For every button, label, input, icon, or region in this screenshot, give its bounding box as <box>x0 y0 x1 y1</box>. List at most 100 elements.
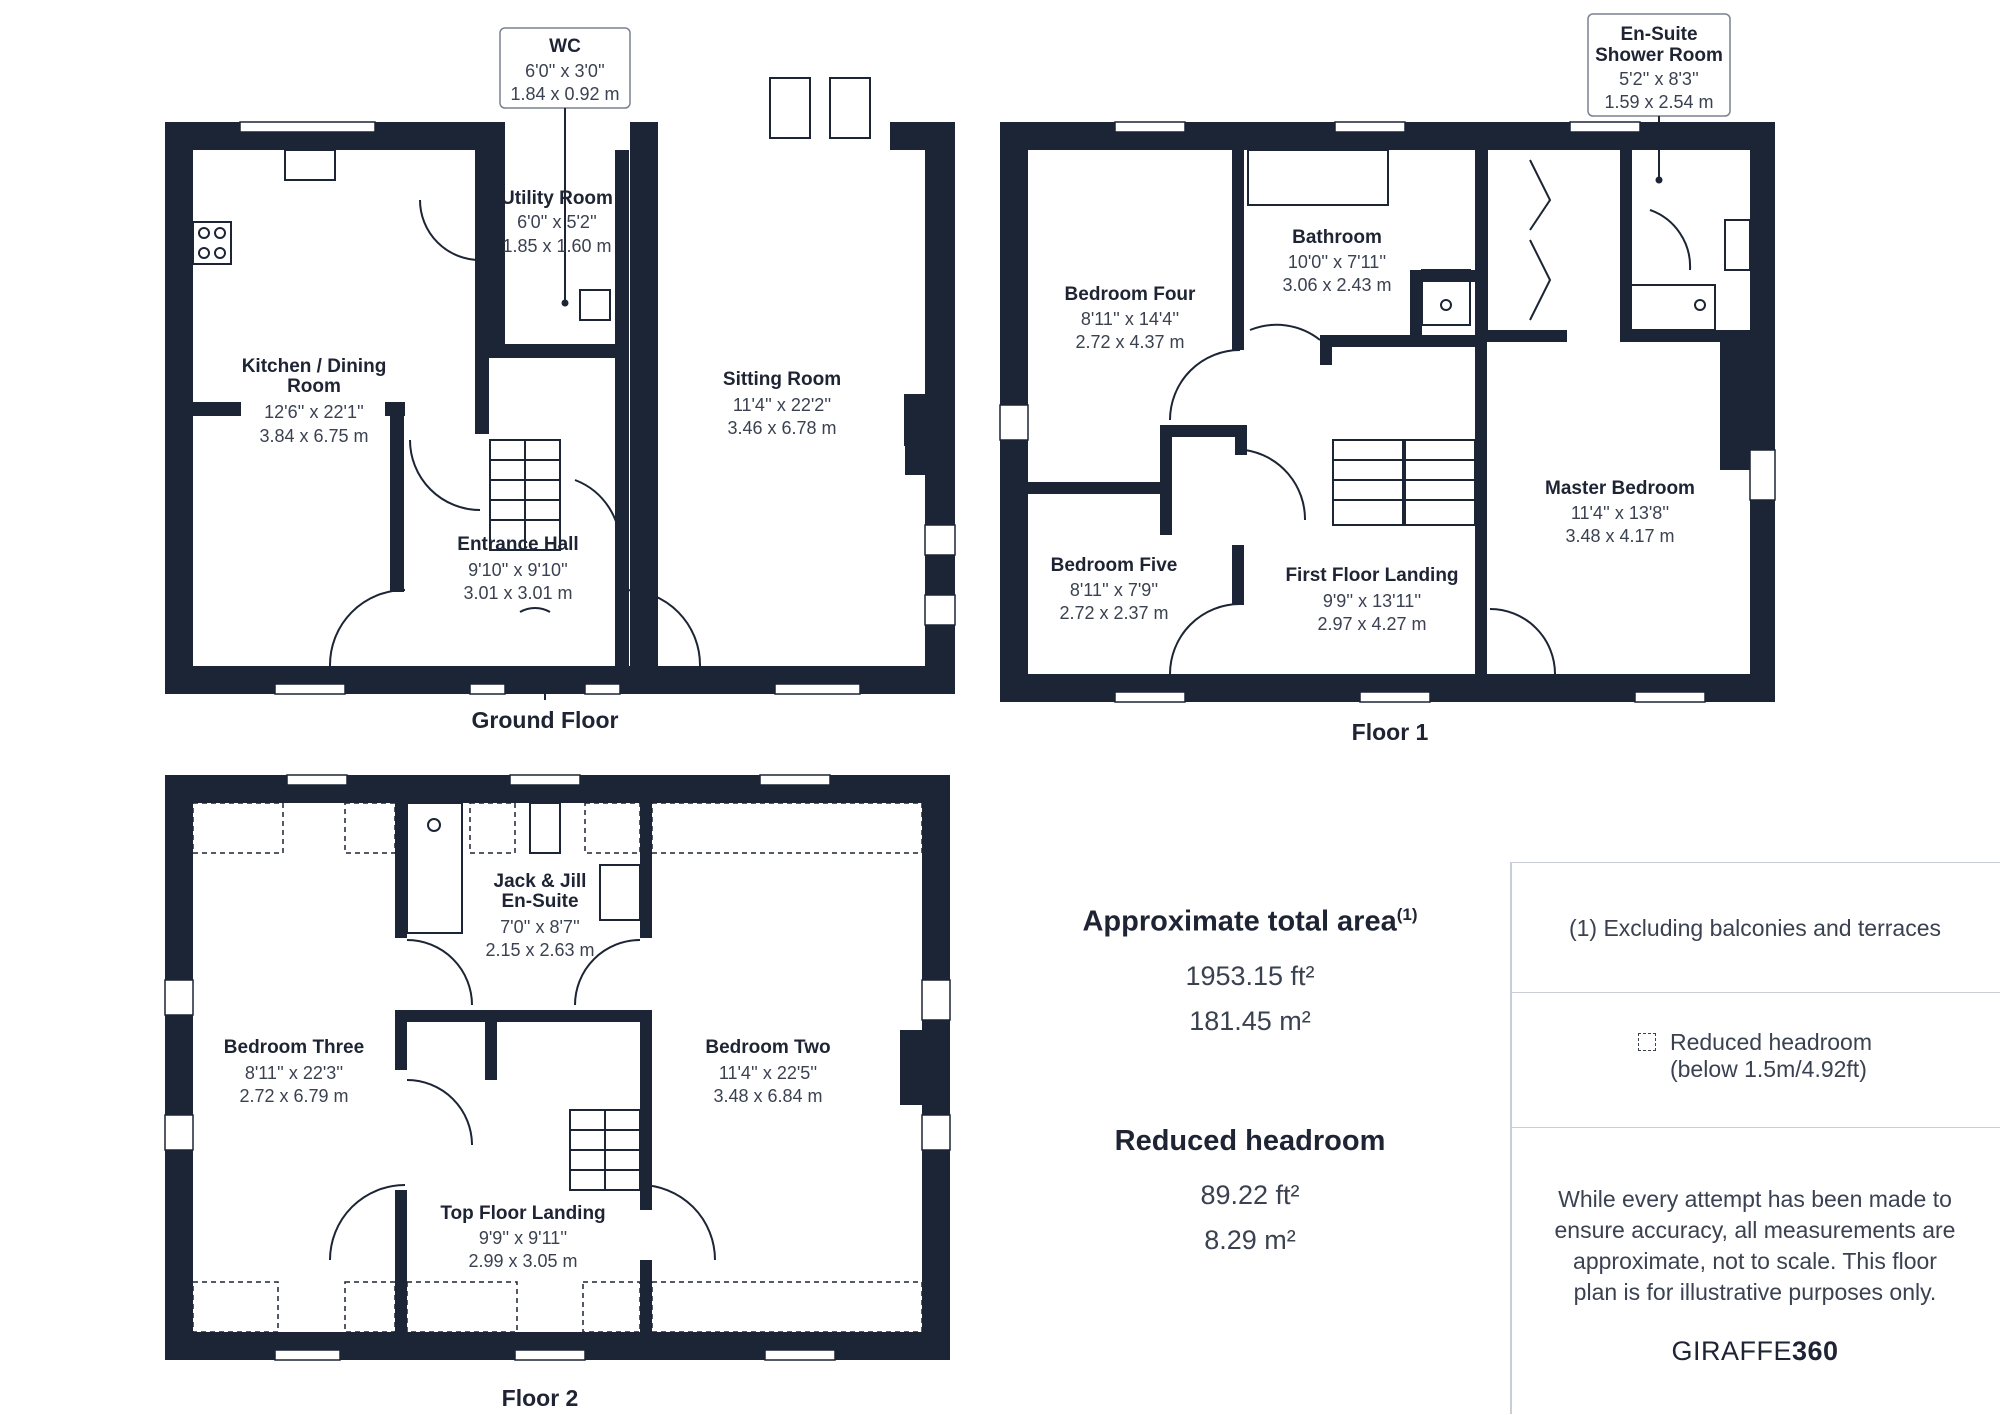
jackjill-metric: 2.15 x 2.63 m <box>485 940 594 960</box>
kitchen-metric: 3.84 x 6.75 m <box>259 426 368 446</box>
ensuite-shower-metric: 1.59 x 2.54 m <box>1604 92 1713 112</box>
bedroom4-metric: 2.72 x 4.37 m <box>1075 332 1184 352</box>
floor-2-label: Floor 2 <box>502 1385 579 1411</box>
disclaimer: While every attempt has been made to ens… <box>1510 1127 2000 1415</box>
bathroom-label: Bathroom 10'0'' x 7'11'' 3.06 x 2.43 m <box>1282 227 1391 295</box>
legend-line-2: (below 1.5m/4.92ft) <box>1669 1056 1867 1082</box>
wc-label: WC 6'0'' x 3'0'' 1.84 x 0.92 m <box>499 27 631 307</box>
bathroom-name: Bathroom <box>1292 227 1382 248</box>
legend-line-1: Reduced headroom <box>1669 1029 1873 1055</box>
ensuite-shower-name-2: Shower Room <box>1595 45 1723 66</box>
master-name: Master Bedroom <box>1545 478 1695 499</box>
master-bedroom-label: Master Bedroom 11'4'' x 13'8'' 3.48 x 4.… <box>1545 478 1695 546</box>
utility-imperial: 6'0'' x 5'2'' <box>517 212 597 232</box>
utility-room-label: Utility Room 6'0'' x 5'2'' 1.85 x 1.60 m <box>501 188 613 256</box>
disclaimer-line-3: approximate, not to scale. This floor <box>1573 1248 1937 1274</box>
hob-icon <box>192 221 232 265</box>
master-metric: 3.48 x 4.17 m <box>1565 526 1674 546</box>
bedroom4-imperial: 8'11'' x 14'4'' <box>1081 309 1179 329</box>
ground-floor-label: Ground Floor <box>472 707 619 733</box>
bedroom5-imperial: 8'11'' x 7'9'' <box>1070 580 1158 600</box>
first-floor-plan: Floor 1 <box>999 121 1776 745</box>
bedroom4-name: Bedroom Four <box>1065 284 1196 305</box>
bedroom2-imperial: 11'4'' x 22'5'' <box>719 1063 817 1083</box>
exclusion-note: (1) Excluding balconies and terraces <box>1510 862 2000 993</box>
bedroom5-name: Bedroom Five <box>1051 555 1178 576</box>
disclaimer-line-2: ensure accuracy, all measurements are <box>1554 1217 1956 1243</box>
toilet-icon <box>579 289 611 321</box>
wc-imperial: 6'0'' x 3'0'' <box>525 61 605 81</box>
second-floor-plan: Floor 2 <box>164 774 951 1411</box>
landing1-name: First Floor Landing <box>1285 565 1458 586</box>
reduced-headroom-m: 8.29 m² <box>1204 1225 1296 1255</box>
bathroom-metric: 3.06 x 2.43 m <box>1282 275 1391 295</box>
reduced-headroom-title: Reduced headroom <box>1114 1125 1386 1157</box>
landing2-metric: 2.99 x 3.05 m <box>468 1251 577 1271</box>
disclaimer-line-4: plan is for illustrative purposes only. <box>1573 1279 1937 1305</box>
bedroom-three-label: Bedroom Three 8'11'' x 22'3'' 2.72 x 6.7… <box>224 1037 364 1106</box>
ground-stairs <box>489 439 561 551</box>
reduced-headroom-legend-icon <box>1637 1033 1656 1051</box>
total-area-title: Approximate total area(1) <box>1082 905 1418 938</box>
reduced-headroom-summary: Reduced headroom 89.22 ft² 8.29 m² <box>1020 1125 1480 1256</box>
bedroom5-metric: 2.72 x 2.37 m <box>1059 603 1168 623</box>
notes-divider <box>1510 862 1512 1414</box>
kitchen-label: Kitchen / Dining Room 12'6'' x 22'1'' 3.… <box>242 356 387 446</box>
bedroom3-name: Bedroom Three <box>224 1037 364 1058</box>
giraffe360-logo: GIRAFFE360 <box>1671 1336 1839 1366</box>
kitchen-imperial: 12'6'' x 22'1'' <box>264 402 364 422</box>
jackjill-imperial: 7'0'' x 8'7'' <box>500 917 580 937</box>
entrance-hall-label: Entrance Hall 9'10'' x 9'10'' 3.01 x 3.0… <box>457 534 578 603</box>
bedroom2-metric: 3.48 x 6.84 m <box>713 1086 822 1106</box>
jack-jill-label: Jack & Jill En-Suite 7'0'' x 8'7'' 2.15 … <box>485 871 594 960</box>
landing2-imperial: 9'9'' x 9'11'' <box>479 1228 567 1248</box>
first-floor-landing-label: First Floor Landing 9'9'' x 13'11'' 2.97… <box>1285 565 1458 634</box>
wc-metric: 1.84 x 0.92 m <box>510 84 619 104</box>
sitting-metric: 3.46 x 6.78 m <box>727 418 836 438</box>
entrance-imperial: 9'10'' x 9'10'' <box>468 560 568 580</box>
kitchen-name-2: Room <box>287 376 341 397</box>
jackjill-name-1: Jack & Jill <box>494 871 587 892</box>
floor-1-label: Floor 1 <box>1352 719 1429 745</box>
ground-floor-plan: Ground Floor <box>165 77 956 733</box>
utility-door <box>419 199 481 261</box>
landing2-name: Top Floor Landing <box>440 1203 605 1224</box>
kitchen-name-1: Kitchen / Dining <box>242 356 387 377</box>
sitting-room-label: Sitting Room 11'4'' x 22'2'' 3.46 x 6.78… <box>723 369 841 438</box>
legend: Reduced headroom(below 1.5m/4.92ft) <box>1510 992 2000 1128</box>
bedroom-four-label: Bedroom Four 8'11'' x 14'4'' 2.72 x 4.37… <box>1065 284 1196 352</box>
second-floor-stairs <box>569 1109 641 1191</box>
bedroom-five-label: Bedroom Five 8'11'' x 7'9'' 2.72 x 2.37 … <box>1051 555 1178 623</box>
master-imperial: 11'4'' x 13'8'' <box>1571 503 1669 523</box>
utility-name: Utility Room <box>501 188 613 209</box>
sink-icon <box>284 149 336 181</box>
total-area-m: 181.45 m² <box>1189 1005 1311 1036</box>
landing1-metric: 2.97 x 4.27 m <box>1317 614 1426 634</box>
bath-icon <box>1247 149 1389 206</box>
landing1-imperial: 9'9'' x 13'11'' <box>1323 591 1421 611</box>
bedroom3-metric: 2.72 x 6.79 m <box>239 1086 348 1106</box>
bath-icon-2 <box>406 802 463 934</box>
entrance-metric: 3.01 x 3.01 m <box>463 583 572 603</box>
ensuite-shower-imperial: 5'2'' x 8'3'' <box>1619 69 1699 89</box>
first-floor-stairs <box>1332 439 1476 526</box>
wc-name: WC <box>549 36 581 57</box>
utility-metric: 1.85 x 1.60 m <box>502 236 611 256</box>
bedroom-two-label: Bedroom Two 11'4'' x 22'5'' 3.48 x 6.84 … <box>705 1037 830 1106</box>
reduced-headroom-ft: 89.22 ft² <box>1200 1180 1300 1210</box>
sitting-imperial: 11'4'' x 22'2'' <box>733 395 831 415</box>
ensuite-shower-name-1: En-Suite <box>1620 24 1697 45</box>
total-area-ft: 1953.15 ft² <box>1185 960 1315 991</box>
bedroom3-imperial: 8'11'' x 22'3'' <box>245 1063 343 1083</box>
top-floor-landing-label: Top Floor Landing 9'9'' x 9'11'' 2.99 x … <box>440 1203 605 1271</box>
bedroom2-name: Bedroom Two <box>705 1037 830 1058</box>
shower-tray-icon <box>1421 269 1471 326</box>
sitting-name: Sitting Room <box>723 369 841 390</box>
bathroom-imperial: 10'0'' x 7'11'' <box>1288 252 1386 272</box>
disclaimer-line-1: While every attempt has been made to <box>1558 1186 1952 1212</box>
entrance-name: Entrance Hall <box>457 534 578 555</box>
jackjill-name-2: En-Suite <box>501 891 578 912</box>
total-area-summary: Approximate total area(1) 1953.15 ft² 18… <box>1020 905 1480 1037</box>
ensuite-shower-label: En-Suite Shower Room 5'2'' x 8'3'' 1.59 … <box>1587 13 1731 184</box>
